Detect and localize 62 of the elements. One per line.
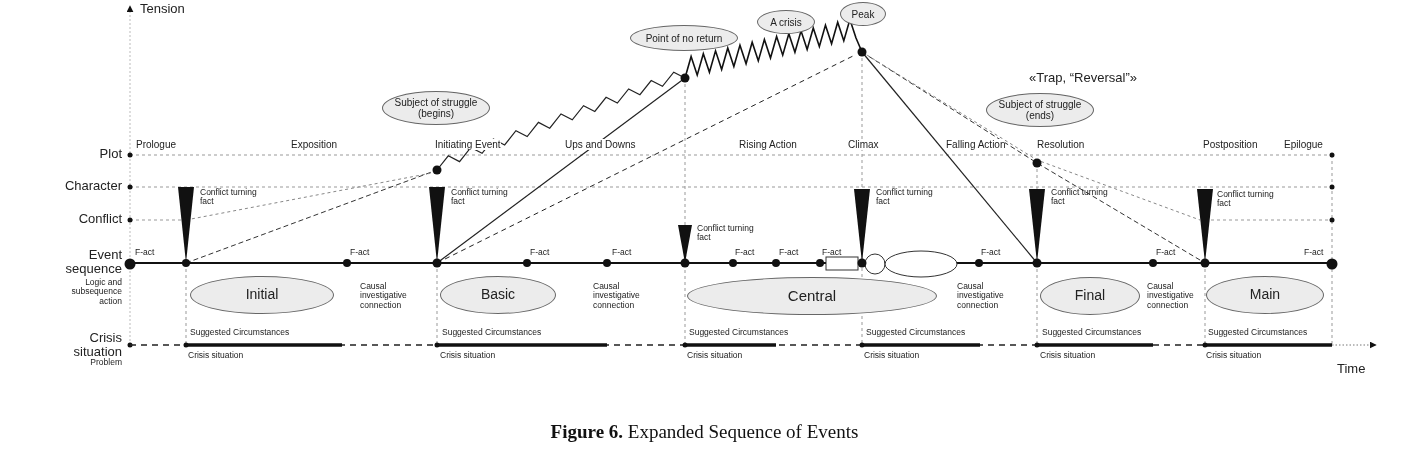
label-ellipse: Subject of struggle (begins) [382,91,490,125]
row-label: Character [64,179,122,194]
fact-label: F-act [350,248,370,258]
note-label: Suggested Circumstances [442,328,542,338]
fact-label: F-act [981,248,1001,258]
fact-label: F-act [779,248,799,258]
note-label: Conflict turning fact [876,188,934,207]
row-label: Conflict [78,212,122,227]
note-label: Causal investigative connection [593,282,641,311]
label-ellipse: Main [1206,276,1324,314]
note-label: Causal investigative connection [957,282,1005,311]
note-label: Crisis situation [1040,351,1096,361]
fact-label: F-act [822,248,842,258]
row-sublabel: Problem [90,358,122,368]
note-label: Crisis situation [440,351,496,361]
stage-label: Rising Action [739,139,797,150]
stage-label: Postposition [1203,139,1258,150]
label-ellipse: Central [687,277,937,315]
note-label: Causal investigative connection [1147,282,1195,311]
fact-label: F-act [1156,248,1176,258]
stage-label: Ups and Downs [565,139,636,150]
note-label: Suggested Circumstances [1208,328,1308,338]
row-label: Event sequence [64,248,122,277]
label-ellipse: A crisis [757,10,815,34]
label-ellipse: Peak [840,2,886,26]
label-ellipse: Initial [190,276,334,314]
axis-label: Time [1337,362,1366,377]
row-sublabel: Logic and subsequence action [70,278,122,307]
note-label: Suggested Circumstances [1042,328,1142,338]
note-label: Suggested Circumstances [190,328,290,338]
stage-label: Resolution [1037,139,1085,150]
note-label: Conflict turning fact [451,188,509,207]
note-label: Causal investigative connection [360,282,408,311]
row-label: Plot [99,147,122,162]
note-label: Suggested Circumstances [689,328,789,338]
stage-label: Exposition [291,139,338,150]
note-label: Crisis situation [1206,351,1262,361]
note-label: Conflict turning fact [697,224,755,243]
note-label: Crisis situation [864,351,920,361]
stage-label: Epilogue [1284,139,1323,150]
note-label: Crisis situation [188,351,244,361]
note-label: Conflict turning fact [1051,188,1109,207]
axis-label: Tension [140,2,185,17]
label-ellipse: Final [1040,277,1140,315]
label-ellipse: Point of no return [630,25,738,51]
stage-label: Falling Action [946,139,1006,150]
fact-label: F-act [530,248,550,258]
stage-label: Prologue [136,139,177,150]
figure-caption: Figure 6. Expanded Sequence of Events [549,421,860,443]
fact-label: F-act [1304,248,1324,258]
label-ellipse: Subject of struggle (ends) [986,93,1094,127]
fact-label: F-act [612,248,632,258]
stage-label: Initiating Event [435,139,501,150]
note-label: Conflict turning fact [200,188,258,207]
note-label: Crisis situation [687,351,743,361]
note-label: «Trap, “Reversal”» [1029,71,1137,86]
note-label: Conflict turning fact [1217,190,1275,209]
stage-label: Climax [848,139,879,150]
fact-label: F-act [735,248,755,258]
label-ellipse: Basic [440,276,556,314]
note-label: Suggested Circumstances [866,328,966,338]
fact-label: F-act [135,248,155,258]
